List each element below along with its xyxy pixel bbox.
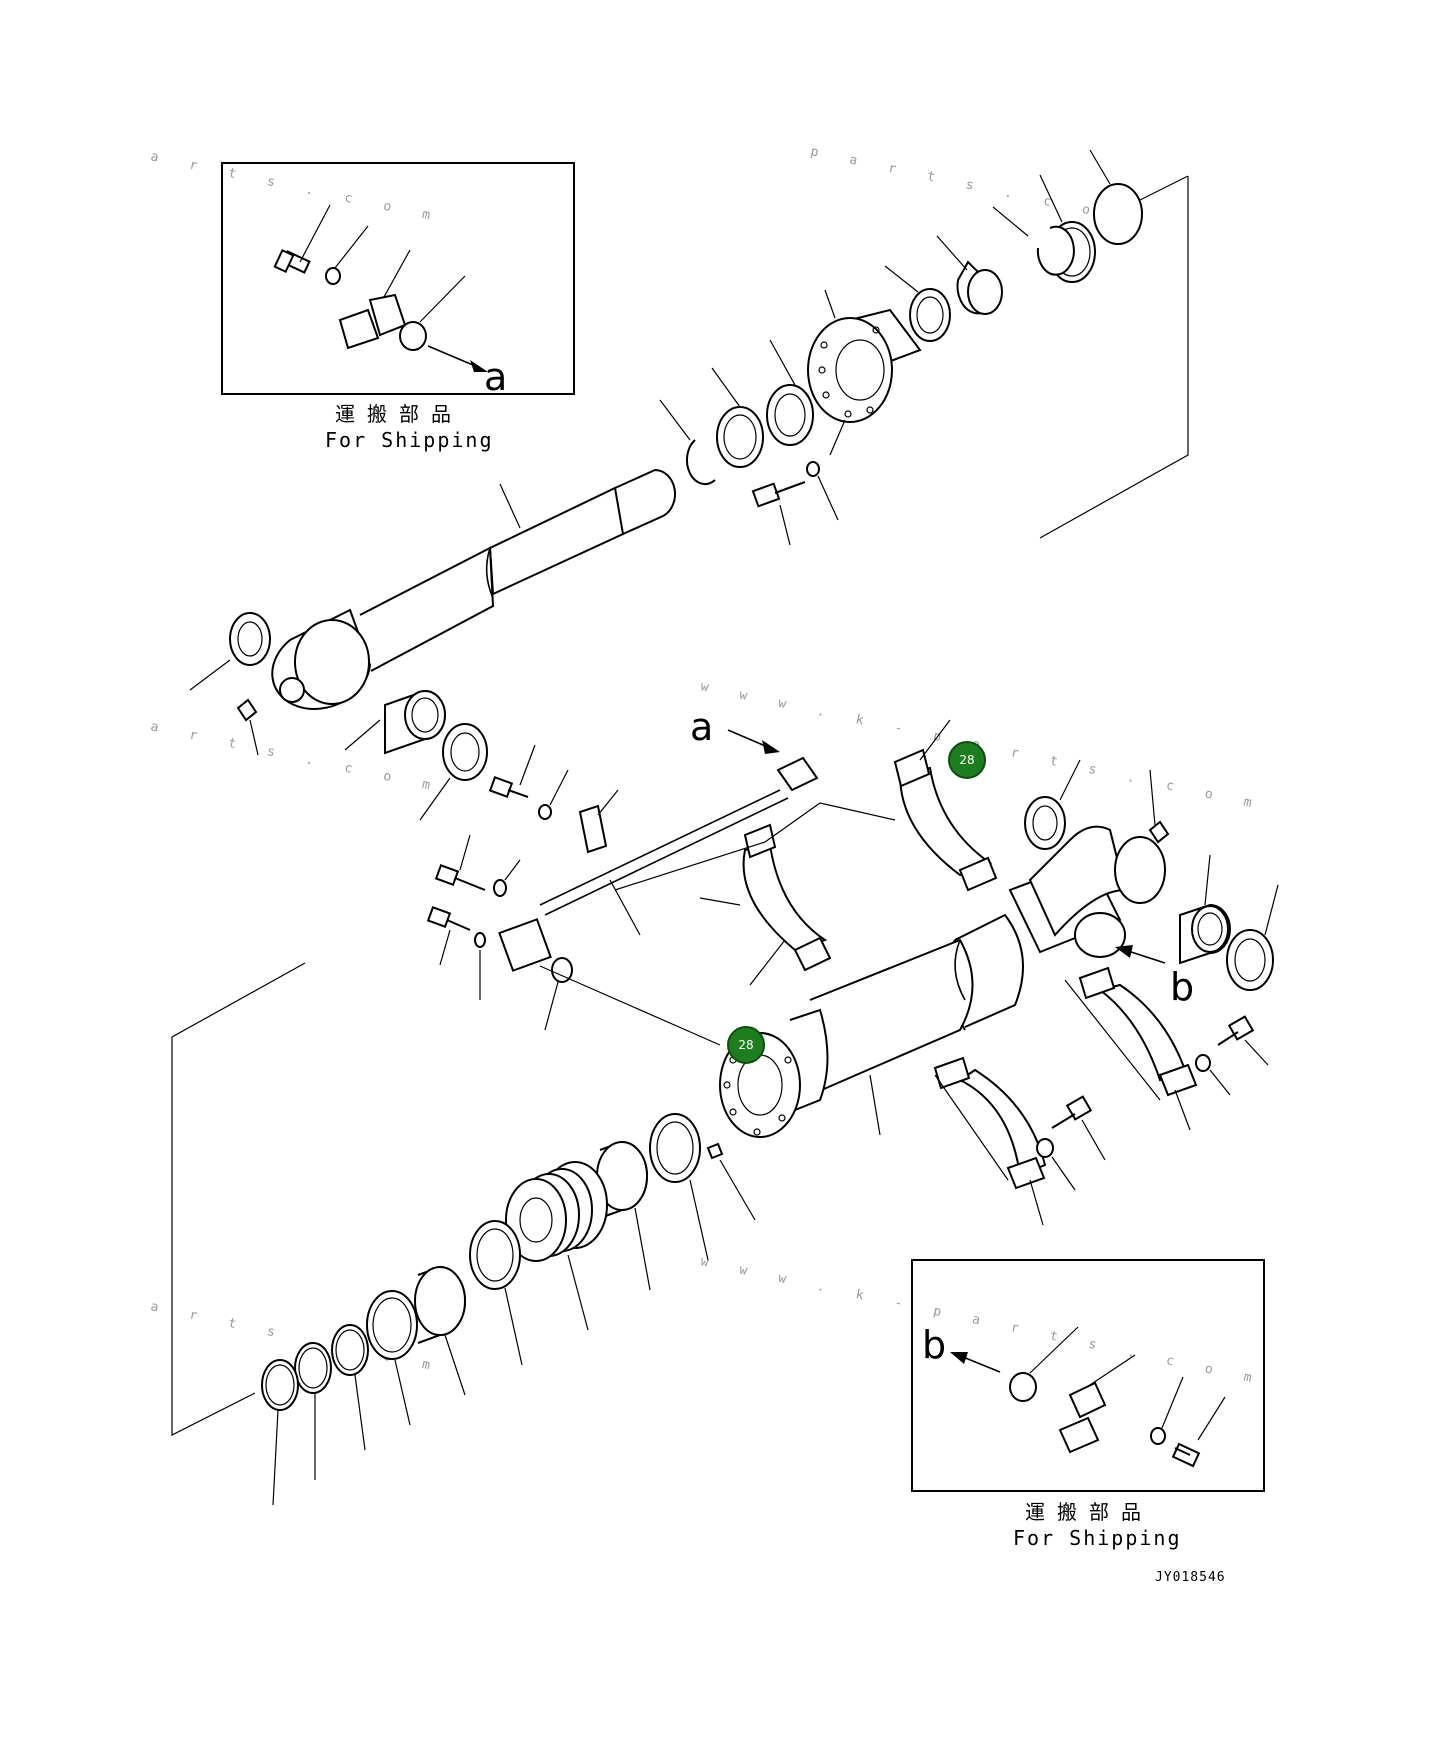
shipping-label-en-top: For Shipping <box>325 428 494 452</box>
watermark-top-right: p a r t s . c o m <box>809 144 1142 229</box>
pipe-clamp-part-icon <box>578 789 619 854</box>
cylinder-tube-part-icon <box>719 825 1166 1138</box>
mounting-band-part-icon <box>742 823 832 986</box>
washer-part-icon <box>806 461 820 477</box>
shipping-box-bottom: b <box>911 1259 1265 1492</box>
shipping-label-en-bottom: For Shipping <box>1013 1526 1182 1550</box>
wiper-part-icon <box>766 384 814 446</box>
callout-b: b <box>1115 945 1194 1009</box>
watermark-lower: w w w . k - p a r t s . c o m <box>699 1254 1265 1388</box>
ring-part-icon <box>366 1290 418 1360</box>
washer-part-icon <box>474 932 486 948</box>
watermark-mid: w w w . k - p a r t s . c o m <box>699 679 1265 813</box>
piston-rod-part-icon <box>271 468 676 710</box>
hydraulic-pipe-part-icon <box>498 756 819 972</box>
washer-part-icon <box>1150 1376 1184 1445</box>
dust-seal-part-icon <box>1024 796 1066 850</box>
bolt-part-icon <box>426 906 471 966</box>
snap-ring-part-icon <box>1036 225 1075 276</box>
bolt-part-icon <box>488 744 536 798</box>
washer-part-icon <box>493 879 507 897</box>
cap-part-icon <box>1009 1326 1079 1402</box>
o-ring-part-icon <box>261 1359 299 1411</box>
part-hotspot-badge[interactable]: 28 <box>727 1026 765 1064</box>
rod-head-assembly <box>659 149 1189 546</box>
snap-ring-part-icon <box>685 439 716 485</box>
mounting-band-part-icon <box>893 719 998 892</box>
watermark-top-left: a r t s . c o m <box>149 149 443 226</box>
shipping-box-top: a <box>221 162 575 399</box>
bolt-part-icon <box>1051 1095 1106 1161</box>
clamp-part-icon <box>1058 1354 1136 1454</box>
ring-part-icon <box>469 1220 521 1290</box>
washer-part-icon <box>538 804 552 820</box>
dust-seal-part-icon <box>229 612 271 666</box>
bushing-part-icon <box>1179 854 1231 965</box>
o-ring-part-icon <box>1093 183 1143 245</box>
bolt-part-icon <box>1171 1396 1226 1468</box>
piston-part-icon <box>505 1161 608 1331</box>
washer-part-icon <box>325 225 369 285</box>
mounting-band-part-icon <box>1078 966 1198 1131</box>
bolt-part-icon <box>273 204 331 274</box>
cylinder-head-part-icon <box>807 308 922 423</box>
clamp-part-icon <box>338 249 411 350</box>
badge-label: 28 <box>959 753 974 767</box>
shipping-label-jp-top: 運搬部品 <box>335 402 463 426</box>
o-ring-part-icon <box>294 1342 332 1394</box>
bolt-part-icon <box>434 834 486 891</box>
cap-part-icon <box>399 275 466 351</box>
badge-label: 28 <box>738 1038 753 1052</box>
arrow-letter-a-top: a <box>484 355 507 399</box>
arrow-letter-b-bottom: b <box>922 1323 946 1367</box>
ring-part-icon <box>649 1113 701 1183</box>
part-hotspot-badge[interactable]: 28 <box>948 741 986 779</box>
dust-seal-part-icon <box>442 723 488 781</box>
grease-fitting-part-icon <box>1148 769 1170 844</box>
o-ring-part-icon <box>551 957 573 983</box>
shipping-label-jp-bottom: 運搬部品 <box>1025 1500 1153 1524</box>
bolt-part-icon <box>1217 1015 1269 1066</box>
arrow-letter-b-mid: b <box>1170 965 1194 1009</box>
bushing-part-icon <box>344 689 446 755</box>
dust-seal-part-icon <box>1226 929 1274 991</box>
set-screw-part-icon <box>706 1142 756 1221</box>
drawing-code: JY018546 <box>1155 1570 1226 1585</box>
bracket-line <box>171 962 306 1436</box>
grease-fitting-part-icon <box>236 698 259 756</box>
washer-part-icon <box>1036 1138 1054 1158</box>
arrow-letter-a-mid: a <box>690 705 713 749</box>
washer-part-icon <box>1195 1054 1211 1072</box>
mounting-band-part-icon <box>933 1056 1047 1226</box>
bolt-part-icon <box>751 481 806 508</box>
o-ring-part-icon <box>331 1324 369 1376</box>
callout-a: a <box>690 705 780 754</box>
